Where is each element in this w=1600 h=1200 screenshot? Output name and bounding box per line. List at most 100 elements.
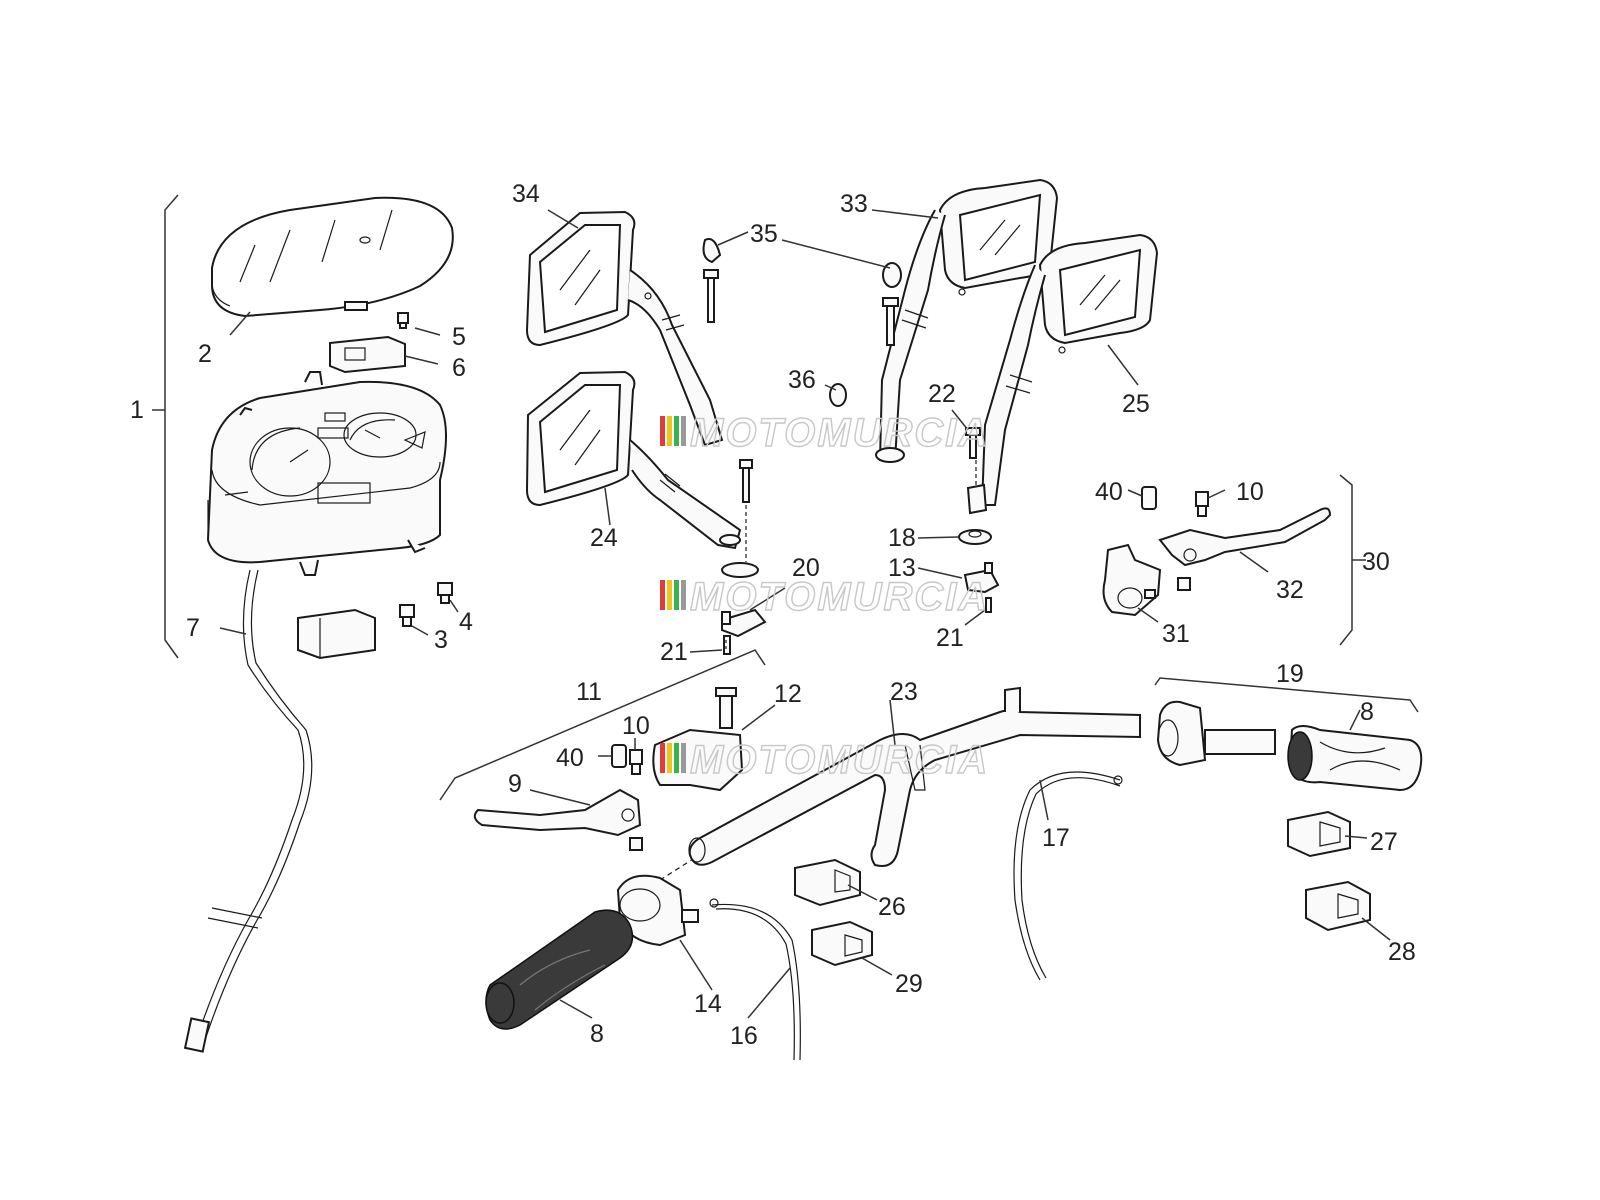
nut bbox=[1177, 577, 1191, 591]
brake-lever-32 bbox=[1158, 507, 1332, 567]
collar-18 bbox=[958, 529, 992, 545]
callout-29: 29 bbox=[895, 970, 923, 998]
instrument-cover-glass bbox=[211, 196, 454, 318]
callout-5: 5 bbox=[452, 323, 466, 351]
callout-30: 30 bbox=[1362, 548, 1390, 576]
watermark-stripe-yellow bbox=[667, 416, 672, 446]
callout-22: 22 bbox=[928, 380, 956, 408]
watermark-stripe-green bbox=[674, 580, 679, 610]
grip-right-8 bbox=[1287, 725, 1423, 792]
brake-switch-31 bbox=[1102, 543, 1162, 617]
bolt-21-left bbox=[723, 635, 731, 655]
watermark-stripe-yellow bbox=[667, 580, 672, 610]
pivot-screw-10-left bbox=[629, 749, 643, 775]
callout-7: 7 bbox=[186, 614, 200, 642]
pivot-pin-40 bbox=[1141, 486, 1157, 510]
callout-40-left: 40 bbox=[556, 744, 584, 772]
mirror-33 bbox=[875, 178, 1059, 463]
speedometer-cable bbox=[183, 569, 313, 1053]
switch-26 bbox=[794, 858, 861, 907]
connector-box bbox=[297, 608, 376, 660]
bulb-socket bbox=[399, 604, 415, 627]
grip-left-8 bbox=[485, 909, 634, 1030]
pivot-pin-40-left bbox=[611, 744, 627, 768]
watermark-stripe-red bbox=[660, 416, 665, 446]
callout-20: 20 bbox=[792, 554, 820, 582]
watermark-text: MOTOMURCIA bbox=[690, 738, 989, 782]
callout-2: 2 bbox=[198, 340, 212, 368]
callout-33: 33 bbox=[840, 190, 868, 218]
bulb-socket-small bbox=[437, 582, 453, 604]
mirror-cap-36 bbox=[829, 383, 847, 407]
watermark-text: MOTOMURCIA bbox=[690, 411, 989, 455]
watermark-stripe-grey bbox=[681, 580, 686, 610]
callout-27: 27 bbox=[1370, 828, 1398, 856]
callout-3: 3 bbox=[434, 626, 448, 654]
bolt-21-right bbox=[985, 597, 992, 613]
callout-17: 17 bbox=[1042, 824, 1070, 852]
callout-14: 14 bbox=[694, 990, 722, 1018]
throttle-group-right bbox=[1154, 677, 1423, 792]
callout-11: 11 bbox=[576, 678, 602, 706]
spacer-sleeve bbox=[966, 483, 988, 515]
watermark-stripe-green bbox=[674, 416, 679, 446]
mirror-24 bbox=[525, 370, 742, 550]
callout-16: 16 bbox=[730, 1022, 758, 1050]
callout-32: 32 bbox=[1276, 576, 1304, 604]
throttle-cable-17 bbox=[1013, 771, 1123, 981]
switch-27 bbox=[1287, 810, 1351, 858]
switch-28 bbox=[1305, 880, 1371, 932]
callout-31: 31 bbox=[1162, 620, 1190, 648]
mirror-bolt-24 bbox=[739, 459, 753, 503]
watermark-stripe-red bbox=[660, 743, 665, 773]
callout-28: 28 bbox=[1388, 938, 1416, 966]
callout-12: 12 bbox=[774, 680, 802, 708]
callout-21-left: 21 bbox=[660, 638, 688, 666]
clamp-13 bbox=[963, 562, 1000, 594]
callout-19: 19 bbox=[1276, 660, 1304, 688]
watermark-stripe-grey bbox=[681, 416, 686, 446]
callout-24: 24 bbox=[590, 524, 618, 552]
callout-8-right: 8 bbox=[1360, 698, 1374, 726]
nut-left bbox=[629, 837, 643, 851]
switch-29 bbox=[811, 920, 873, 967]
watermark-stripe-green bbox=[674, 743, 679, 773]
mirror-cap-35 bbox=[702, 238, 722, 323]
screw-22 bbox=[965, 427, 981, 459]
watermark-text: MOTOMURCIA bbox=[690, 575, 989, 619]
mirror-25 bbox=[980, 233, 1159, 506]
pivot-screw-10 bbox=[1195, 491, 1209, 517]
callout-10-left: 10 bbox=[622, 712, 650, 740]
throttle-sleeve bbox=[1156, 700, 1276, 767]
watermark-stripe-grey bbox=[681, 743, 686, 773]
callout-4: 4 bbox=[459, 608, 473, 636]
throttle-housing-14 bbox=[616, 874, 699, 947]
leader-lines bbox=[219, 209, 1391, 1019]
instrument-cluster-group bbox=[152, 194, 454, 1053]
callout-1: 1 bbox=[130, 396, 144, 424]
instrument-cluster-body bbox=[206, 371, 447, 576]
mirror-34 bbox=[525, 210, 724, 447]
callout-13: 13 bbox=[888, 554, 916, 582]
callout-36: 36 bbox=[788, 366, 816, 394]
callout-34: 34 bbox=[512, 180, 540, 208]
display-screw bbox=[397, 312, 409, 329]
mirror-cap-35b bbox=[882, 262, 902, 346]
clamp-20 bbox=[721, 562, 767, 638]
callout-labels: 1 2 3 4 5 6 7 8 8 9 10 10 11 12 13 14 16… bbox=[130, 180, 1416, 1050]
watermark-stripe-yellow bbox=[667, 743, 672, 773]
callout-26: 26 bbox=[878, 893, 906, 921]
handlebar-23 bbox=[688, 686, 1141, 867]
callout-25: 25 bbox=[1122, 390, 1150, 418]
throttle-cable-16 bbox=[709, 898, 801, 1061]
lcd-display-unit bbox=[329, 335, 406, 374]
callout-10-right: 10 bbox=[1236, 478, 1264, 506]
callout-40-right: 40 bbox=[1095, 478, 1123, 506]
callout-18: 18 bbox=[888, 524, 916, 552]
watermark-stripe-red bbox=[660, 580, 665, 610]
callout-8-left: 8 bbox=[590, 1020, 604, 1048]
callout-21-right: 21 bbox=[936, 624, 964, 652]
right-lever-group bbox=[1102, 474, 1366, 646]
callout-6: 6 bbox=[452, 354, 466, 382]
